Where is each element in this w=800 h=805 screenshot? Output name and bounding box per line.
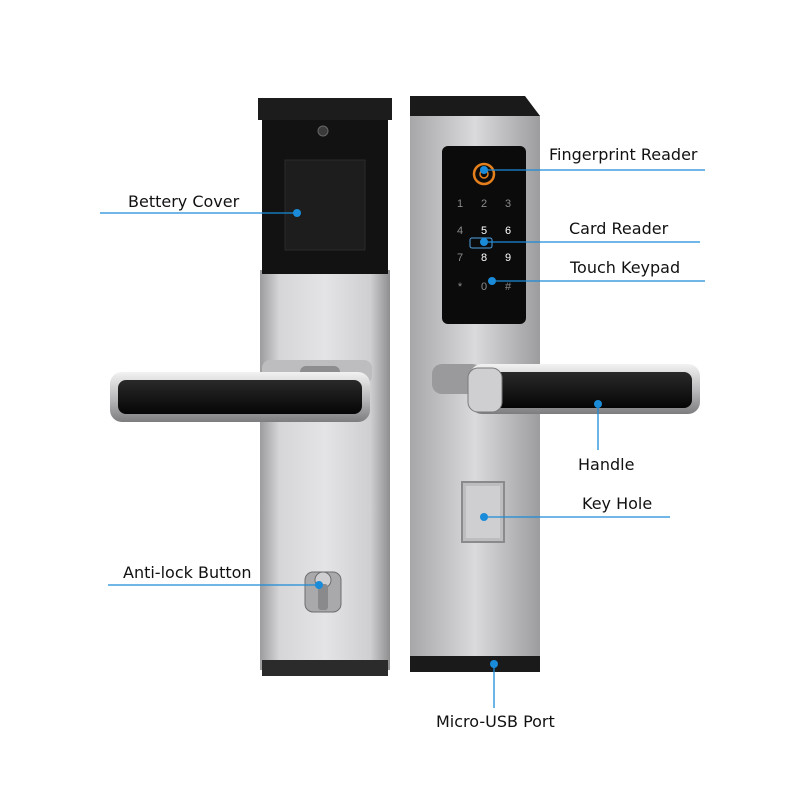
callout-dot-key-hole [480,513,488,521]
key-3[interactable]: 3 [505,198,511,210]
key-hole-cover-inner [466,486,500,538]
label-anti-lock-button: Anti-lock Button [123,563,252,582]
anti-lock-lever [318,584,328,610]
battery-cover-inner [284,159,366,251]
key-0[interactable]: 0 [481,281,487,293]
key-9[interactable]: 9 [505,252,511,264]
front-plate-bottom-cap [410,656,540,672]
label-key-hole: Key Hole [582,494,653,513]
front-handle-neck [467,367,503,413]
label-fingerprint-reader: Fingerprint Reader [549,145,698,164]
label-battery-cover: Bettery Cover [128,192,240,211]
callout-dot-handle [594,400,602,408]
key-hash[interactable]: # [505,281,512,293]
key-4[interactable]: 4 [457,225,463,237]
label-handle: Handle [578,455,635,474]
key-8[interactable]: 8 [481,252,487,264]
front-plate: 1 2 3 4 5 6 7 8 9 * 0 # [410,96,700,672]
back-plate [110,98,392,676]
back-handle-insert [118,380,362,414]
label-micro-usb-port: Micro-USB Port [436,712,555,731]
callouts [100,166,705,708]
label-card-reader: Card Reader [569,219,669,238]
keypad-panel [442,146,526,324]
card-reader-icon [469,237,493,249]
battery-cover-top [258,98,392,120]
front-handle-insert [492,372,692,408]
key-7[interactable]: 7 [457,252,463,264]
callout-dot-anti-lock [315,581,323,589]
callout-dot-card-reader [480,238,488,246]
back-plate-bottom-cap [262,660,388,676]
callout-dot-battery-cover [293,209,301,217]
screw-icon [317,125,329,137]
callout-dot-fingerprint [480,166,488,174]
key-6[interactable]: 6 [505,225,511,237]
touch-keypad[interactable]: 1 2 3 4 5 6 7 8 9 * 0 # [457,198,512,293]
key-2[interactable]: 2 [481,198,487,210]
front-plate-top-cap [410,96,540,116]
key-5[interactable]: 5 [481,225,487,237]
fingerprint-reader[interactable] [472,162,496,186]
label-touch-keypad: Touch Keypad [570,258,681,277]
callout-dot-micro-usb [490,660,498,668]
key-star[interactable]: * [458,281,463,293]
key-1[interactable]: 1 [457,198,463,210]
callout-dot-touch-keypad [488,277,496,285]
